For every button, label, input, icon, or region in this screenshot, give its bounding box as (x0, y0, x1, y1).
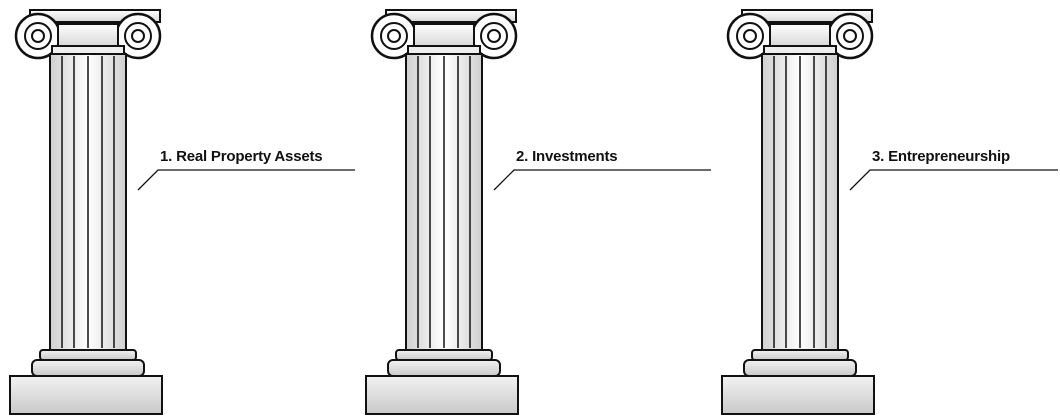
leader-line-1 (138, 170, 355, 190)
ionic-column-1 (0, 0, 360, 417)
column-plinth (10, 376, 162, 414)
column-plinth (722, 376, 874, 414)
pillar-label-3: 3. Entrepreneurship (872, 148, 1010, 165)
leader-line-2 (494, 170, 711, 190)
leader-line-3 (850, 170, 1058, 190)
ionic-column-3 (712, 0, 1060, 417)
pillar-label-1: 1. Real Property Assets (160, 148, 322, 165)
pillar-label-2: 2. Investments (516, 148, 617, 165)
column-plinth (366, 376, 518, 414)
ionic-column-2 (356, 0, 716, 417)
pillar-3: 3. Entrepreneurship (712, 0, 1060, 417)
pillar-2: 2. Investments (356, 0, 716, 417)
pillar-1: 1. Real Property Assets (0, 0, 360, 417)
